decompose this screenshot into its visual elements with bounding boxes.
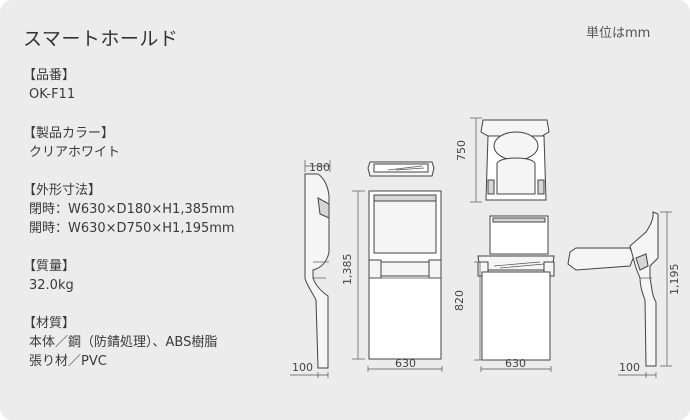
dim-label: 100 bbox=[619, 361, 640, 374]
closed-side-view: 180 100 bbox=[290, 160, 331, 378]
dim-label: 630 bbox=[505, 357, 526, 370]
spec-heading: 【品番】 bbox=[23, 68, 76, 83]
spec-value: 閉時：W630×D180×H1,385mm bbox=[29, 202, 235, 217]
spec-value: 本体／鋼（防錆処理）、ABS樹脂 bbox=[29, 335, 218, 350]
dim-label: 750 bbox=[455, 140, 468, 161]
open-top-view: 750 bbox=[455, 117, 550, 203]
dim-label: 1,385 bbox=[341, 254, 354, 286]
spec-weight: 【質量】 32.0kg bbox=[23, 257, 75, 295]
spec-value: クリアホワイト bbox=[29, 145, 121, 160]
spec-heading: 【外形寸法】 bbox=[23, 183, 102, 198]
spec-heading: 【材質】 bbox=[23, 316, 76, 331]
spec-heading: 【製品カラー】 bbox=[23, 126, 115, 141]
dim-label: 820 bbox=[453, 290, 466, 311]
spec-material: 【材質】 本体／鋼（防錆処理）、ABS樹脂 張り材／PVC bbox=[23, 314, 217, 371]
spec-value: 32.0kg bbox=[29, 278, 74, 293]
product-title: スマートホールド bbox=[23, 28, 179, 50]
open-side-view: 1,195 100 bbox=[567, 211, 681, 378]
spec-value: 開時：W630×D750×H1,195mm bbox=[29, 221, 235, 236]
closed-front-view: 630 1,385 bbox=[341, 161, 443, 372]
spec-color: 【製品カラー】 クリアホワイト bbox=[23, 124, 120, 162]
unit-note: 単位はmm bbox=[586, 26, 651, 41]
dim-label: 180 bbox=[309, 161, 330, 174]
spec-value: 張り材／PVC bbox=[29, 354, 107, 369]
dim-label: 630 bbox=[395, 357, 416, 370]
open-front-view: 820 630 bbox=[453, 215, 555, 372]
dim-label: 100 bbox=[292, 361, 313, 374]
spec-heading: 【質量】 bbox=[23, 259, 76, 274]
dim-label: 1,195 bbox=[668, 264, 681, 296]
spec-dimensions: 【外形寸法】 閉時：W630×D180×H1,385mm 開時：W630×D75… bbox=[23, 181, 235, 238]
spec-part-number: 【品番】 OK-F11 bbox=[23, 66, 75, 104]
spec-value: OK-F11 bbox=[29, 87, 76, 102]
